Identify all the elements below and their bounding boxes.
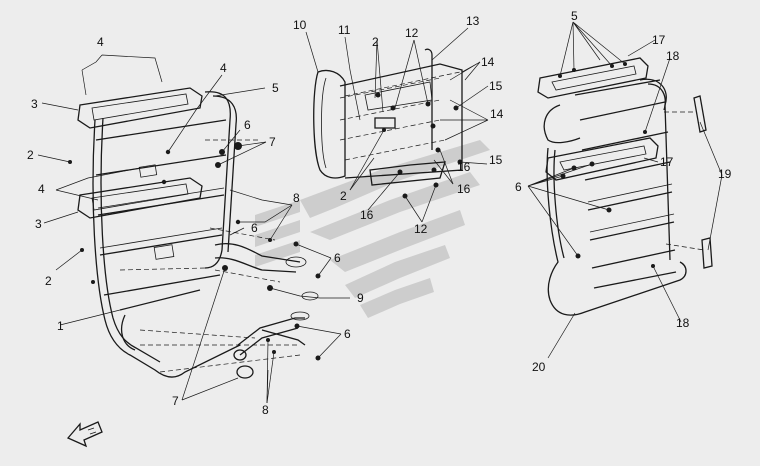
callout-labels: 1 2 2 2 2 3 3 4 4 4 5 5 6 6 6 6 6 7 7 8 … [27, 9, 732, 417]
callout-6: 6 [344, 327, 351, 341]
callout-18: 18 [676, 316, 690, 330]
right-rack-assembly [527, 21, 723, 359]
callout-16: 16 [457, 160, 471, 174]
callout-14: 14 [490, 107, 504, 121]
callout-1: 1 [57, 319, 64, 333]
callout-17: 17 [660, 155, 674, 169]
callout-6: 6 [515, 180, 522, 194]
front-arrow-icon [66, 421, 103, 448]
callout-5: 5 [571, 9, 578, 23]
callout-7: 7 [269, 135, 276, 149]
callout-12: 12 [414, 222, 428, 236]
callout-4: 4 [220, 61, 227, 75]
callout-16: 16 [457, 182, 471, 196]
callout-15: 15 [489, 153, 503, 167]
callout-5: 5 [272, 81, 279, 95]
middle-box-assembly [305, 27, 489, 223]
callout-8: 8 [262, 403, 269, 417]
callout-18: 18 [666, 49, 680, 63]
callout-20: 20 [532, 360, 546, 374]
callout-4: 4 [38, 182, 45, 196]
watermark-logo-icon [255, 140, 490, 318]
callout-15: 15 [489, 79, 503, 93]
callout-11: 11 [338, 23, 351, 37]
left-rack-assembly [37, 54, 350, 404]
callout-7: 7 [172, 394, 179, 408]
callout-10: 10 [293, 18, 307, 32]
callout-14: 14 [481, 55, 495, 69]
callout-2: 2 [372, 35, 379, 49]
callout-4: 4 [97, 35, 104, 49]
callout-9: 9 [357, 291, 364, 305]
callout-2: 2 [45, 274, 52, 288]
callout-8: 8 [293, 191, 300, 205]
callout-2: 2 [340, 189, 347, 203]
callout-3: 3 [31, 97, 38, 111]
callout-2: 2 [27, 148, 34, 162]
callout-12: 12 [405, 26, 419, 40]
callout-6: 6 [244, 118, 251, 132]
callout-19: 19 [718, 167, 732, 181]
callout-17: 17 [652, 33, 666, 47]
callout-6: 6 [251, 221, 258, 235]
callout-6: 6 [334, 251, 341, 265]
callout-16: 16 [360, 208, 374, 222]
callout-3: 3 [35, 217, 42, 231]
callout-13: 13 [466, 14, 480, 28]
